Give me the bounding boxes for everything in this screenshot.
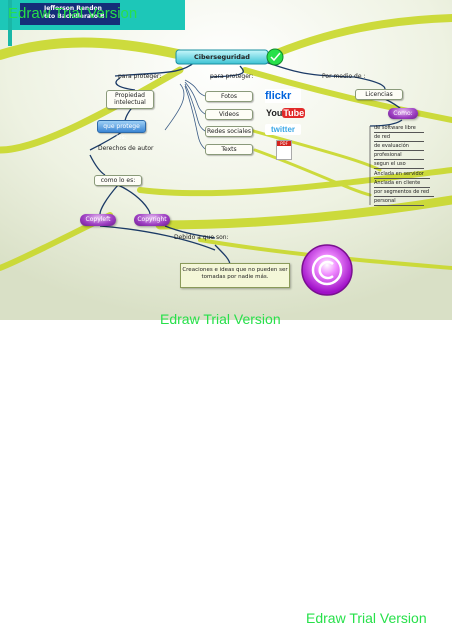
youtube-tube: Tube [282,108,306,118]
edge-label-left: para proteger: [118,73,162,80]
node-como[interactable]: Como: [388,108,418,119]
flickr-logo-text: flickr [265,90,292,102]
protect-item-photos[interactable]: Fotos [205,91,253,102]
youtube-you: You [266,108,283,118]
node-como-lo-es[interactable]: como lo es: [94,175,142,186]
mind-map-canvas: Jefferson Rendon 6to Bachillerato B Cibe… [0,0,452,320]
license-item: Anclada en cliente [374,179,430,188]
edge-label-debido: Debido a que son: [174,234,229,241]
node-protects-question[interactable]: que protege los: [97,120,146,141]
root-node[interactable]: Ciberseguridad [194,53,250,61]
twitter-logo-text: twitter [271,125,295,134]
watermark-middle: Edraw Trial Version [160,311,281,327]
license-item: por segmentos de red [374,188,434,197]
license-item: segun el uso [374,160,424,169]
watermark-bottom: Edraw Trial Version [306,610,427,626]
author-grade: 6to Bachillerato B [44,13,105,20]
flickr-logo: flickr [265,89,301,103]
license-item: de red [374,133,424,142]
pdf-icon: PDF [276,140,292,160]
edge-label-center: para proteger: [210,73,254,80]
license-item: de software libre [374,124,424,133]
node-licencias[interactable]: Licencias [355,89,403,100]
license-item: Anclada en servidor [374,170,430,179]
author-name: Jefferson Rendon [44,5,102,12]
protect-item-videos[interactable]: Videos [205,109,253,120]
node-intellectual-property[interactable]: Propiedad intelectual [106,90,154,109]
license-item: profesional [374,151,424,160]
youtube-logo: YouTube [266,106,306,120]
twitter-logo: twitter [265,124,301,135]
definition-box[interactable]: Creaciones e ideas que no pueden ser tom… [180,263,290,288]
node-copyleft[interactable]: Copyleft [80,214,116,226]
edge-label-copyright: Derechos de autor [98,145,154,152]
license-item: de evaluación [374,142,424,151]
license-item: personal [374,197,424,206]
protect-item-social[interactable]: Redes sociales [205,126,253,137]
pdf-icon-label: PDF [277,141,291,146]
watermark-top: Edraw Trial Version [8,5,138,22]
node-copyright[interactable]: Copyright [134,214,170,226]
protect-item-texts[interactable]: Texts [205,144,253,155]
edge-label-right: Por medio de : [322,73,366,80]
